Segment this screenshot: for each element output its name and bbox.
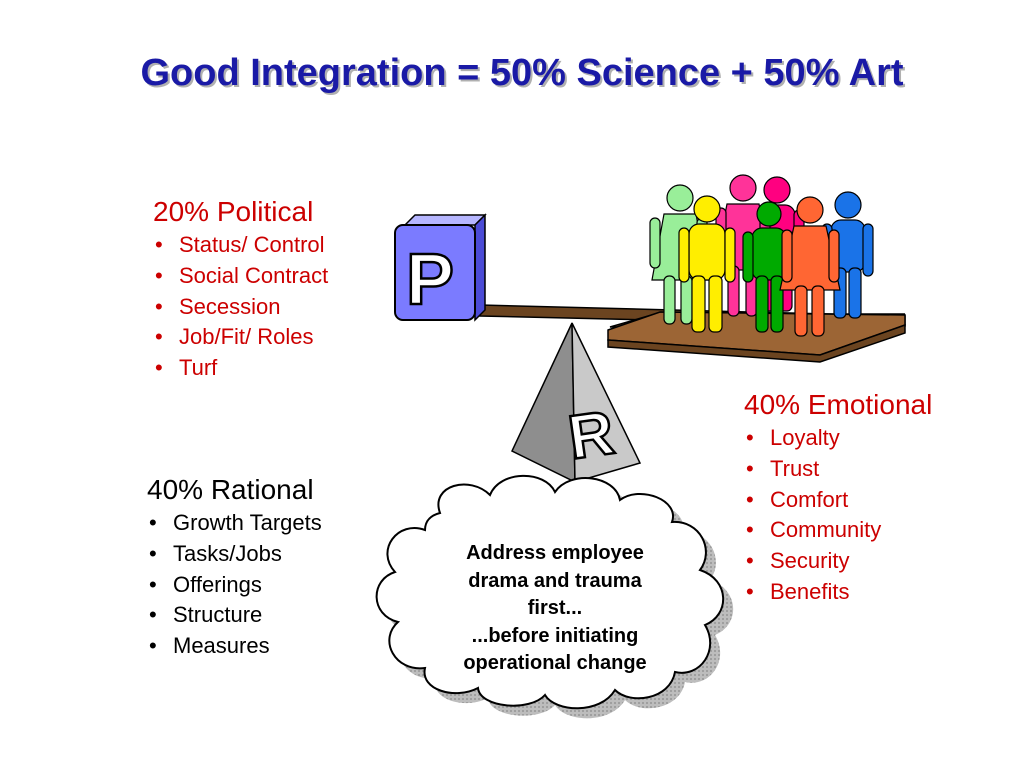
list-item: Turf <box>153 353 328 384</box>
list-item: Comfort <box>744 485 932 516</box>
list-item: Offerings <box>147 570 322 601</box>
slide-title: Good Integration = 50% Science + 50% Art <box>140 52 904 94</box>
list-item: Tasks/Jobs <box>147 539 322 570</box>
emotional-list: Loyalty Trust Comfort Community Security… <box>744 423 932 608</box>
p-cube: P <box>394 213 487 322</box>
rational-block: 40% Rational Growth Targets Tasks/Jobs O… <box>147 474 322 662</box>
list-item: Community <box>744 515 932 546</box>
pyramid-letter: R <box>564 398 618 473</box>
list-item: Structure <box>147 600 322 631</box>
rational-list: Growth Targets Tasks/Jobs Offerings Stru… <box>147 508 322 662</box>
emotional-block: 40% Emotional Loyalty Trust Comfort Comm… <box>744 389 932 608</box>
cloud-line: operational change <box>463 652 647 674</box>
person-yellow <box>678 195 736 333</box>
cube-letter: P <box>406 240 454 320</box>
list-item: Social Contract <box>153 261 328 292</box>
list-item: Status/ Control <box>153 230 328 261</box>
list-item: Growth Targets <box>147 508 322 539</box>
cloud-line: ...before initiating <box>471 624 639 647</box>
political-list: Status/ Control Social Contract Secessio… <box>153 230 328 384</box>
thought-cloud <box>375 474 734 719</box>
cloud-line: Address employee <box>466 542 644 564</box>
list-item: Security <box>744 546 932 577</box>
people-group <box>649 174 874 337</box>
list-item: Trust <box>744 454 932 485</box>
r-pyramid: R <box>511 322 642 484</box>
list-item: Measures <box>147 631 322 662</box>
list-item: Secession <box>153 292 328 323</box>
cloud-line: drama and trauma <box>468 569 642 592</box>
person-orange <box>779 196 841 337</box>
cloud-text: Address employee drama and trauma first.… <box>420 540 690 678</box>
political-block: 20% Political Status/ Control Social Con… <box>153 196 328 384</box>
list-item: Job/Fit/ Roles <box>153 322 328 353</box>
rational-heading: 40% Rational <box>147 474 314 505</box>
emotional-heading: 40% Emotional <box>744 389 933 420</box>
list-item: Loyalty <box>744 423 932 454</box>
political-heading: 20% Political <box>153 196 314 227</box>
cloud-line: first... <box>527 597 583 619</box>
list-item: Benefits <box>744 577 932 608</box>
